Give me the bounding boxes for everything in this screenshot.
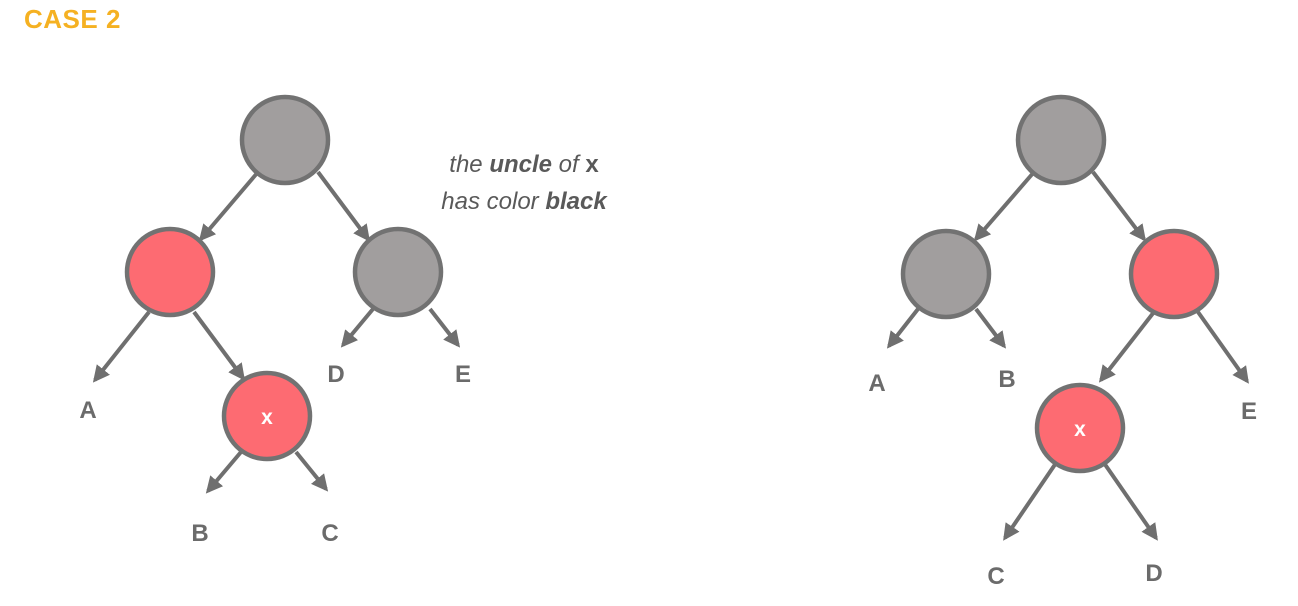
- leaf-c: C: [987, 563, 1004, 590]
- left-tree-edges: [92, 170, 461, 494]
- case-title: CASE 2: [24, 4, 121, 34]
- edge-uncle-d: [340, 307, 375, 348]
- edge-gp-parent: [198, 170, 260, 242]
- edge-x-c: [1003, 461, 1058, 541]
- node-x: [221, 370, 313, 462]
- right-tree-nodes: x: [900, 94, 1220, 474]
- edge-root-left: [973, 170, 1036, 242]
- leaf-d: D: [327, 361, 344, 388]
- node-grandparent: [239, 94, 331, 186]
- edge-left-a: [886, 307, 920, 349]
- right-tree-edges: [886, 170, 1249, 541]
- leaf-e: E: [455, 361, 471, 388]
- edge-uncle-e: [428, 307, 461, 348]
- leaf-b: B: [998, 366, 1015, 393]
- leaf-a: A: [79, 397, 96, 424]
- edge-x-d: [1102, 461, 1158, 541]
- left-tree-leaves: A B C D E: [79, 361, 471, 547]
- edge-x-c: [294, 450, 329, 492]
- leaf-b: B: [191, 520, 208, 547]
- right-tree-leaves: A B C D E: [868, 366, 1257, 590]
- node-parent: [124, 226, 216, 318]
- edge-x-b: [205, 450, 243, 494]
- leaf-a: A: [868, 370, 885, 397]
- leaf-d: D: [1145, 560, 1162, 587]
- uncle-note: the uncle of x has color black: [404, 146, 644, 220]
- left-tree-nodes: x: [124, 94, 444, 462]
- edge-root-right: [1091, 170, 1147, 242]
- edge-right-e: [1196, 310, 1249, 384]
- node-x: [1034, 382, 1126, 474]
- node-root: [1015, 94, 1107, 186]
- node-x-label: x: [1074, 418, 1086, 441]
- leaf-e: E: [1241, 398, 1257, 425]
- node-left-child: [900, 228, 992, 320]
- note-line-1: the uncle of x: [449, 151, 599, 178]
- node-right-child: [1128, 228, 1220, 320]
- leaf-c: C: [321, 520, 338, 547]
- edge-parent-a: [92, 310, 151, 383]
- note-line-2: has color black: [441, 188, 607, 215]
- node-uncle: [352, 226, 444, 318]
- edge-left-b: [974, 307, 1007, 349]
- edge-right-x: [1098, 310, 1156, 383]
- edge-parent-x: [192, 310, 246, 381]
- edge-gp-uncle: [316, 170, 371, 242]
- node-x-label: x: [261, 406, 273, 429]
